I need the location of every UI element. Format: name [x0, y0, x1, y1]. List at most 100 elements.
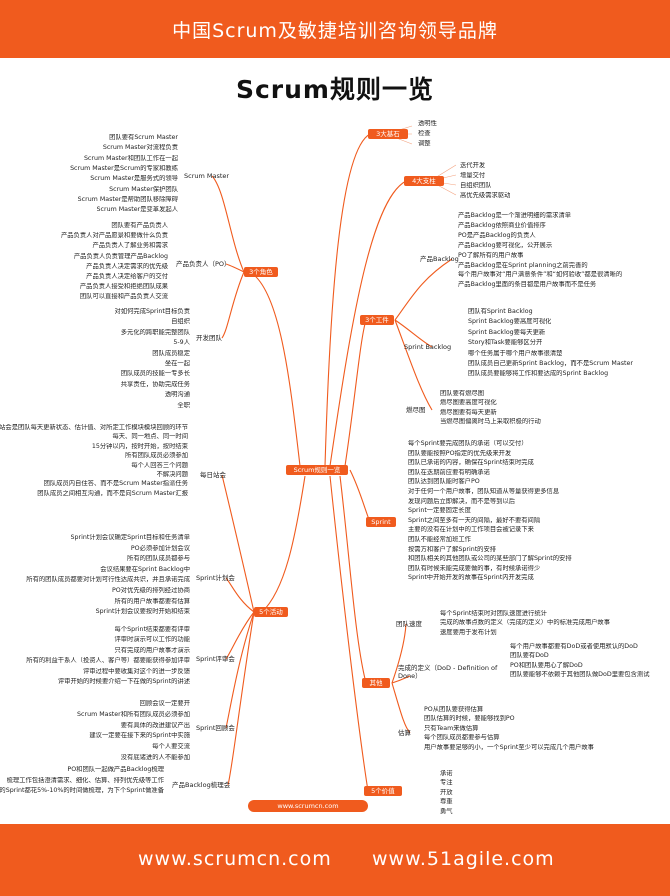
- leaf-item: PO是产品Backlog的负责人: [458, 231, 536, 239]
- leaf-item: Sprint计划会议要按时开始和结束: [95, 608, 190, 616]
- leaf-item: PO从团队要获得估算: [424, 706, 484, 713]
- leaf-item: 按需方和客户了解Sprint的安排: [408, 545, 497, 553]
- leaf-item: Story和Task要能够区分开: [468, 339, 543, 347]
- leaf-item: 产品负责人了解业务和需求: [92, 242, 168, 250]
- leaf-item: 产品负责人负责管理产品Backlog: [73, 252, 168, 260]
- sub-dod: 完成的定义（DoD - Definition of Done）: [398, 664, 498, 680]
- sub-sprint-backlog: Sprint Backlog: [404, 343, 452, 351]
- link-other: [339, 475, 367, 684]
- sub-dev-team: 开发团队: [196, 334, 222, 342]
- branch-artifacts[interactable]: 3个工件: [360, 315, 394, 325]
- link-events: [261, 475, 306, 613]
- leaf-item: 所有的利益干系人（投资人、客户等）都要能获得参加评审: [26, 657, 190, 665]
- branch-events[interactable]: 5个活动: [254, 607, 288, 617]
- leaf-item: 每个用户故事都要有DoD或者使用默认的DoD: [510, 643, 638, 650]
- leaf-item: 每个Sprint结束时对团队速度进行统计: [440, 610, 547, 617]
- link-pillars: [324, 133, 371, 467]
- leaf-item: Sprint中开始开发的故事在Sprint内开发完成: [408, 574, 534, 582]
- leaf-item: 发现问题后立即解决，而不是等到以后: [408, 497, 516, 505]
- leaf-item: 团队可以直接和产品负责人交流: [79, 293, 168, 301]
- sub-backlog-grooming: 产品Backlog梳理会: [172, 781, 231, 789]
- leaf-item: Scrum Master是服务式的领导: [90, 175, 178, 183]
- branch-principles[interactable]: 4大支柱: [404, 176, 444, 186]
- leaf-item: 产品负责人接受和拒绝团队成果: [79, 283, 168, 291]
- leaf-item: 产品负责人决定给客户的交付: [86, 273, 168, 280]
- leaf-item: 团队要有产品负责人: [111, 222, 168, 229]
- leaf-item: 速度要用于发布计划: [440, 628, 497, 636]
- leaf-item: 全职: [177, 401, 190, 409]
- center-node[interactable]: Scrum规则一览: [286, 465, 348, 475]
- leaf-item: 团队成员稳定: [152, 349, 190, 357]
- leaf-item: 只有完成的用户故事才演示: [114, 646, 190, 654]
- sub-velocity: 团队速度: [396, 620, 422, 628]
- leaf-item: 对于任何一个用户故事，团队知道从等量获得更多信息: [408, 488, 560, 495]
- leaf-item: 团队要能按照PO指定的优先级来开发: [408, 449, 512, 457]
- leaf-item: 每个Sprint要完成团队的承诺（可以交付）: [408, 440, 528, 447]
- leaf-item: 团队在迭期前应要有明确承诺: [408, 468, 490, 476]
- leaf-item: Scrum Master保护团队: [109, 185, 178, 193]
- leaf-item: 每个人回答三个问题: [131, 461, 188, 469]
- leaf-item: 自组织: [171, 318, 190, 326]
- leaf-item: 团队成员内自住答、而不是Scrum Master指派任务: [43, 480, 188, 488]
- sub-product-backlog: 产品Backlog: [420, 255, 459, 263]
- leaf-item: 每个Sprint结束都要有评审: [114, 626, 190, 633]
- leaf-item: 团队成员要能够将工作和要达成的Sprint Backlog: [468, 370, 609, 378]
- leaf-item: 团队要有燃尽图: [440, 390, 485, 397]
- sub-product-owner: 产品负责人（PO）: [176, 260, 231, 268]
- leaf-item: Scrum Master和团队工作在一起: [83, 154, 178, 162]
- leaf-item: 高优先级需求驱动: [460, 192, 511, 199]
- leaf-item: PO必须参加计划会议: [130, 544, 190, 552]
- leaf-item: 燃尽图要高度可视化: [440, 399, 497, 407]
- leaf-item: 所有的团队成员都参与: [127, 555, 190, 563]
- leaf-item: 产品负责人对产品愿景和要做什么负责: [60, 232, 168, 240]
- footer-url-scrumcn[interactable]: www.scrumcn.com: [138, 848, 332, 870]
- leaf-item: 团队有时候未能完成要做的事，有时候承诺得少: [408, 564, 541, 572]
- branch-values[interactable]: 5个价值: [364, 786, 402, 796]
- sub-sprint-planning: Sprint计划会: [196, 574, 235, 582]
- header-banner: 中国Scrum及敏捷培训咨询领导品牌: [0, 0, 670, 58]
- leaf-item: 所有的用户故事都要有估算: [114, 597, 190, 605]
- leaf-item: 团队成员的技能一专多长: [120, 370, 190, 378]
- leaf-item: 和团队相关的其他团队或公司的某些部门了解Sprint的安排: [408, 555, 572, 563]
- leaf-item: 团队要有Scrum Master: [109, 134, 178, 141]
- leaf-item: 勇气: [440, 807, 453, 815]
- footer-url-51agile[interactable]: www.51agile.com: [372, 848, 555, 870]
- leaf-item: 哪个任务属于哪个用户故事很清楚: [468, 349, 563, 357]
- leaf-item: 透明性: [418, 120, 437, 127]
- sub-burndown: 燃尽图: [406, 406, 426, 414]
- leaf-item: 没有底诸进的人不能参加: [120, 754, 190, 761]
- link-values: [329, 475, 369, 792]
- branch-sprint[interactable]: Sprint: [366, 517, 396, 527]
- leaf-item: Scrum Master是变革发起人: [96, 206, 178, 214]
- leaf-item: 评审时演示可以工作的功能: [114, 636, 190, 644]
- leaf-item: 15分钟以内，按时开始，按时结束: [91, 442, 188, 450]
- branch-roles[interactable]: 3个角色: [244, 267, 278, 277]
- footer-badge[interactable]: www.scrumcn.com: [248, 800, 368, 812]
- leaf-item: 产品Backlog里面的条目都是用户故事而不是任务: [458, 281, 597, 289]
- leaf-item: 梳理工作包括澄清需求、细化、估算、排列优先级等工作: [6, 776, 164, 784]
- leaf-item: Scrum Master对流程负责: [102, 144, 178, 152]
- leaf-item: PO和团队要用心了解DoD: [510, 661, 583, 669]
- leaf-item: 坐在一起: [164, 360, 190, 367]
- link-artifacts: [344, 319, 367, 467]
- leaf-item: 每日站会是团队每天更新状态、估计值、对所定工作模块模块回顾的环节: [0, 424, 188, 431]
- leaf-item: 每个团队成员都要参与估算: [424, 734, 500, 742]
- leaf-item: 团队已承诺的内容，确保在Sprint结束时完成: [408, 459, 534, 467]
- leaf-item: 每天、同一地点、同一时间: [112, 433, 188, 441]
- sub-sprint-review: Sprint评审会: [196, 655, 235, 663]
- sub-daily-standup: 每日站会: [200, 471, 226, 479]
- leaf-item: 评审过程中要收集对这个的进一步反馈: [82, 667, 190, 675]
- leaf-item: 在当前的Sprint都花5%-10%的时间做梳理，为下个Sprint做准备: [0, 787, 164, 795]
- leaf-item: 会议结果要在Sprint Backlog中: [100, 565, 190, 573]
- leaf-item: Scrum Master和所有团队成员必须参加: [77, 710, 190, 718]
- leaf-item: 只有Team来做估算: [424, 724, 479, 732]
- branch-pillars[interactable]: 3大基石: [368, 129, 408, 139]
- leaf-item: 每个用户故事对“用户满意条件”和“如何验收”都是很清晰的: [458, 271, 623, 279]
- leaf-item: 尊重: [440, 798, 453, 806]
- leaf-item: 共享责任，协助完成任务: [120, 380, 190, 388]
- branch-other[interactable]: 其他: [362, 678, 390, 688]
- leaf-item: 完成的故事点数的定义（完成的定义）中的标准完成用户故事: [440, 619, 611, 627]
- leaf-item: 团队达到团队能时客户PO: [408, 478, 480, 486]
- sub-sprint-retro: Sprint回顾会: [196, 724, 235, 732]
- leaf-item: 自组织团队: [460, 182, 492, 189]
